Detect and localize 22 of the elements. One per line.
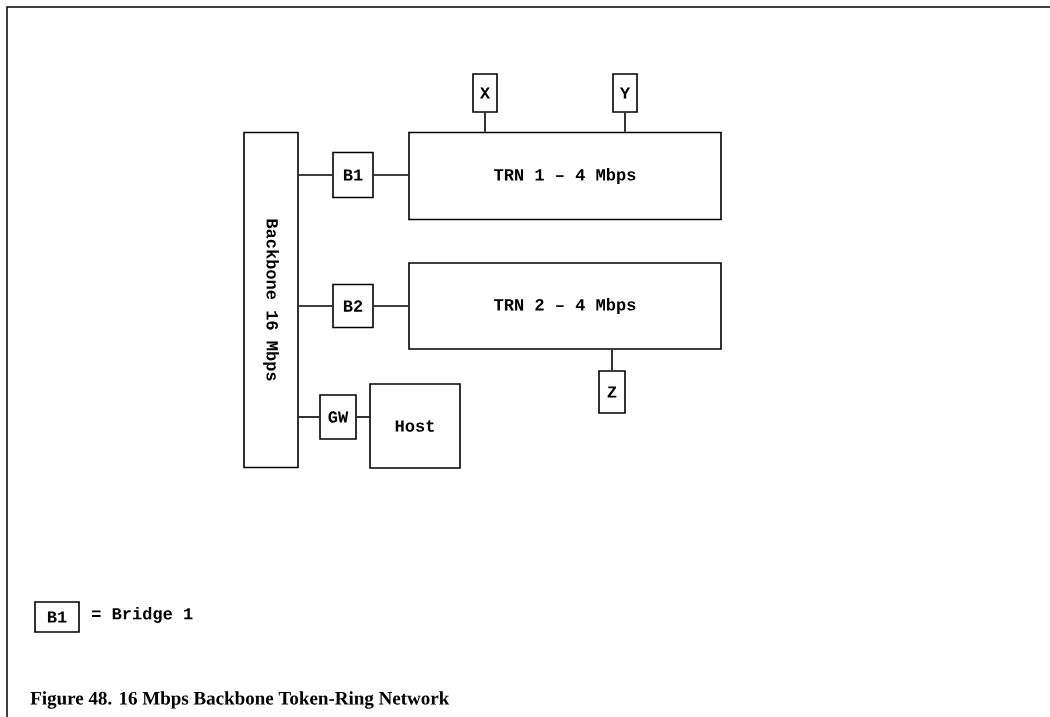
bridge-box: B1: [332, 151, 374, 199]
backbone-bar: Backbone 16 Mbps: [243, 131, 299, 469]
connector-line: [373, 174, 409, 176]
connector-line: [298, 305, 333, 307]
bridge-box: B2: [332, 283, 374, 329]
connector-line: [373, 305, 409, 307]
ring-box: TRN 1 – 4 Mbps: [408, 131, 722, 221]
station-box: Y: [612, 73, 638, 113]
connector-line: [298, 416, 320, 418]
connector-line: [624, 112, 626, 133]
figure-caption: Figure 48. 16 Mbps Backbone Token-Ring Network: [30, 691, 450, 709]
station-box: X: [472, 73, 498, 113]
station-box: Z: [598, 370, 626, 414]
gateway-box: GW: [319, 394, 357, 440]
connector-line: [611, 349, 613, 371]
connector-line: [484, 112, 486, 133]
key-text: = Bridge 1: [92, 607, 193, 623]
connector-line: [356, 416, 370, 418]
connector-line: [298, 174, 333, 176]
key-box: B1: [34, 601, 80, 633]
ring-box: TRN 2 – 4 Mbps: [408, 262, 722, 350]
host-box: Host: [369, 383, 461, 469]
